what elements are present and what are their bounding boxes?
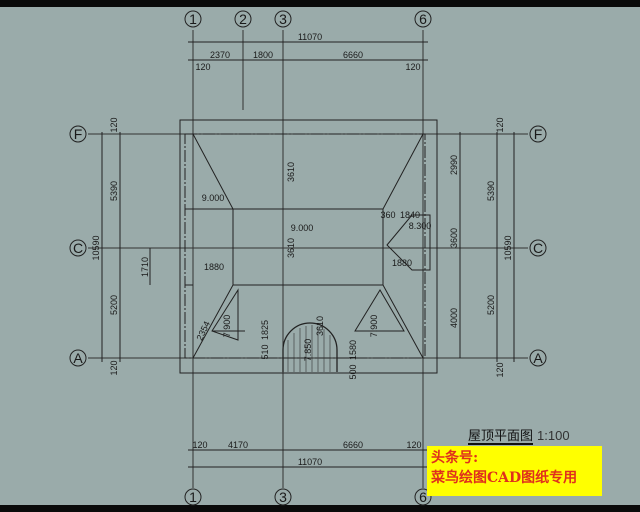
axis-bubbles xyxy=(69,10,547,506)
dim-1880-right: 1880 xyxy=(392,258,412,268)
drawing-scale: 1:100 xyxy=(537,428,570,443)
elev-small-left: 7.900 xyxy=(222,315,232,338)
dim-510: 510 xyxy=(260,344,270,359)
grid-lines xyxy=(88,30,528,488)
axis-label-1: 1 xyxy=(189,11,197,27)
dim-top-2370: 2370 xyxy=(210,50,230,60)
dim-left-10590: 10590 xyxy=(91,235,101,260)
drawing-title-text: 屋顶平面图 xyxy=(468,428,534,445)
bottom-border xyxy=(0,505,640,512)
dim-left-5200: 5200 xyxy=(109,295,119,315)
elev-small-right: 7.900 xyxy=(369,315,379,338)
dim-top-120-left: 120 xyxy=(195,62,210,72)
dim-3610-top: 3610 xyxy=(286,162,296,182)
dim-left-120-top: 120 xyxy=(109,117,119,132)
dim-3610-mid: 3610 xyxy=(286,238,296,258)
dim-right-10590: 10590 xyxy=(503,235,513,260)
axis-label-1-bottom: 1 xyxy=(189,489,197,505)
dim-bottom-120-left: 120 xyxy=(192,440,207,450)
axis-label-3: 3 xyxy=(279,11,287,27)
dimension-lines xyxy=(101,41,515,468)
dim-1840: 1840 xyxy=(400,210,420,220)
dim-top-1800: 1800 xyxy=(253,50,273,60)
dim-360: 360 xyxy=(380,210,395,220)
dim-right-5200: 5200 xyxy=(486,295,496,315)
elev-left: 9.000 xyxy=(202,193,225,203)
axis-label-A-left: A xyxy=(73,350,83,366)
dim-1580: 1580 xyxy=(348,340,358,360)
watermark-box: 头条号: 菜鸟绘图CAD图纸专用 xyxy=(427,446,602,496)
dim-bottom-6660: 6660 xyxy=(343,440,363,450)
dim-right-4000: 4000 xyxy=(449,308,459,328)
watermark-line1: 头条号: xyxy=(431,450,479,466)
dim-left-120-bottom: 120 xyxy=(109,360,119,375)
axis-label-C-right: C xyxy=(533,240,543,256)
top-border xyxy=(0,0,640,7)
roof-outline xyxy=(179,119,438,374)
axis-label-F-right: F xyxy=(534,126,543,142)
elev-center: 9.000 xyxy=(291,223,314,233)
dim-500: 500 xyxy=(348,364,358,379)
axis-label-6-bottom: 6 xyxy=(419,489,427,505)
dim-1825: 1825 xyxy=(260,320,270,340)
dim-right-120-bottom: 120 xyxy=(495,362,505,377)
dim-bottom-4170: 4170 xyxy=(228,440,248,450)
axis-label-3-bottom: 3 xyxy=(279,489,287,505)
axis-label-C-left: C xyxy=(73,240,83,256)
watermark-line2: 菜鸟绘图CAD图纸专用 xyxy=(431,470,578,486)
dim-right-5390: 5390 xyxy=(486,181,496,201)
dim-right-120-top: 120 xyxy=(495,117,505,132)
dim-3610-low: 3610 xyxy=(315,316,325,336)
axis-label-2: 2 xyxy=(239,11,247,27)
dim-top-total: 11070 xyxy=(298,32,322,42)
elev-right: 8.300 xyxy=(409,221,432,231)
dim-top-120-right: 120 xyxy=(405,62,420,72)
dim-bottom-total: 11070 xyxy=(298,457,322,467)
dim-left-5390: 5390 xyxy=(109,181,119,201)
elev-arch: 7.850 xyxy=(303,339,313,362)
dim-right-2990: 2990 xyxy=(449,155,459,175)
dim-1710: 1710 xyxy=(140,257,150,277)
dim-bottom-120-right: 120 xyxy=(406,440,421,450)
axis-label-F-left: F xyxy=(74,126,83,142)
dim-top-6660: 6660 xyxy=(343,50,363,60)
axis-label-A-right: A xyxy=(533,350,543,366)
axis-label-6: 6 xyxy=(419,11,427,27)
dim-right-3600: 3600 xyxy=(449,228,459,248)
dim-1880-left: 1880 xyxy=(204,262,224,272)
dim-2354: 2354 xyxy=(195,320,213,342)
